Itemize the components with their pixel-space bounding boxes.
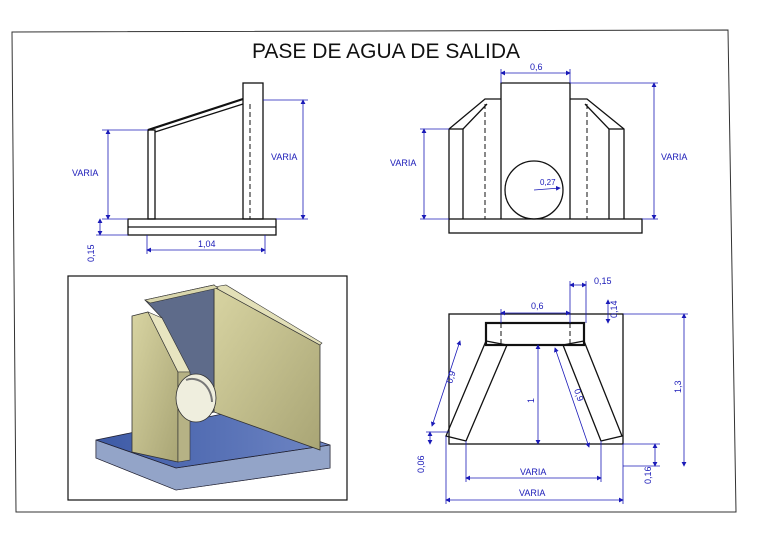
side-view: VARIA VARIA 1,04 0,15 xyxy=(72,82,308,262)
plan-bottom-offset-left-label: 0,06 xyxy=(416,455,426,473)
front-varia-left-label: VARIA xyxy=(390,158,416,168)
plan-length-label: 1 xyxy=(526,398,536,403)
plan-view: 0,6 0,15 0,14 1 0,9 0,9 1,3 0,06 0,16 VA… xyxy=(416,276,688,504)
front-view: 0,6 VARIA VARIA 0,27 xyxy=(390,62,687,234)
plan-overall-height-label: 1,3 xyxy=(673,380,683,393)
side-base-height-label: 0,15 xyxy=(86,244,96,262)
render-3d xyxy=(67,275,348,501)
side-width-label: 1,04 xyxy=(198,239,216,249)
side-varia-left-label: VARIA xyxy=(72,168,98,178)
plan-width-outer-label: VARIA xyxy=(519,488,545,498)
plan-width-inner-label: VARIA xyxy=(520,467,546,477)
plan-wing-right-label: 0,9 xyxy=(572,388,585,403)
plan-wing-left-label: 0,9 xyxy=(444,370,457,385)
sheet-border xyxy=(11,29,737,513)
plan-offset-top-label: 0,15 xyxy=(594,276,612,286)
plan-wall-top-label: 0,14 xyxy=(609,300,619,318)
front-top-width-label: 0,6 xyxy=(530,62,543,72)
plan-bottom-offset-right-label: 0,16 xyxy=(643,466,653,484)
front-pipe-radius-label: 0,27 xyxy=(540,178,556,187)
side-varia-right-label: VARIA xyxy=(271,152,297,162)
front-varia-right-label: VARIA xyxy=(661,152,687,162)
drawing-title: PASE DE AGUA DE SALIDA xyxy=(252,40,520,63)
plan-top-width-label: 0,6 xyxy=(531,301,544,311)
